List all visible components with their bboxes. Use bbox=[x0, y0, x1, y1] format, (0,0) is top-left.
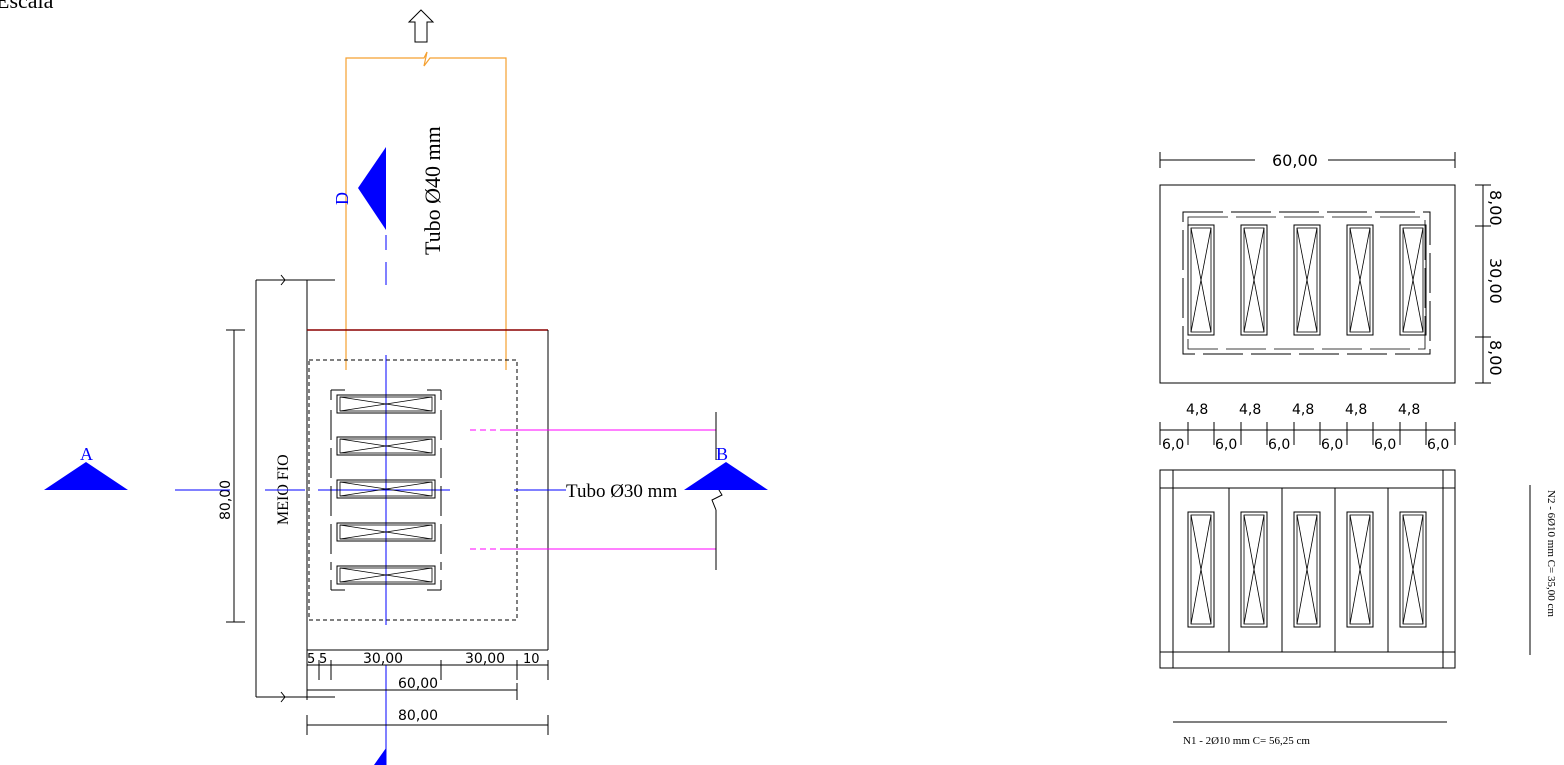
slot-frame bbox=[1182, 211, 1431, 355]
grate-bar bbox=[336, 436, 436, 456]
slot bbox=[1240, 224, 1268, 336]
up-arrow-icon bbox=[407, 9, 435, 43]
slot bbox=[1187, 511, 1215, 628]
section-d-label: D bbox=[332, 192, 352, 205]
slot bbox=[1293, 224, 1321, 336]
gap-label: 6,0 bbox=[1162, 437, 1184, 453]
dim-height-label: 80,00 bbox=[218, 480, 234, 520]
gap-label: 6,0 bbox=[1321, 437, 1343, 453]
dim-right-8-bottom: 8,00 bbox=[1486, 340, 1505, 376]
bar-space-label: 4,8 bbox=[1345, 402, 1367, 418]
bar-space-label: 4,8 bbox=[1398, 402, 1420, 418]
gap-label: 6,0 bbox=[1374, 437, 1396, 453]
grate-bar bbox=[336, 394, 436, 414]
detail-right-dims: 8,00 30,00 8,00 bbox=[1475, 184, 1505, 384]
slot bbox=[1187, 224, 1215, 336]
lower-rebar-grid bbox=[1160, 470, 1455, 668]
grate-frame bbox=[330, 389, 442, 591]
upper-grate-slots bbox=[1182, 211, 1431, 355]
curb: MEIO FIO bbox=[255, 274, 335, 703]
dim-five-b: 5 bbox=[319, 652, 327, 667]
bottom-dims: 5 5 30,00 30,00 10 60,00 80,00 bbox=[306, 651, 549, 735]
grate-bar bbox=[336, 479, 436, 499]
dim-left-30: 30,00 bbox=[363, 651, 403, 667]
lower-grate-outline bbox=[1159, 469, 1456, 669]
gap-label: 6,0 bbox=[1268, 437, 1290, 453]
bar-spacing-dims: 4,8 4,8 4,8 4,8 4,8 6,0 6,0 6,0 6,0 6,0 6,0 bbox=[1159, 402, 1456, 453]
section-d-marker bbox=[358, 147, 386, 230]
dim-inner-60: 60,00 bbox=[398, 676, 438, 692]
upper-grate-outline bbox=[1159, 184, 1456, 384]
slot bbox=[1240, 511, 1268, 628]
dim-ten: 10 bbox=[523, 652, 540, 667]
dim-right-30: 30,00 bbox=[1486, 258, 1505, 304]
pipe-30-route bbox=[470, 412, 723, 570]
bar-space-label: 4,8 bbox=[1292, 402, 1314, 418]
section-b-marker bbox=[684, 462, 768, 490]
gap-label: 6,0 bbox=[1215, 437, 1237, 453]
slot bbox=[1293, 511, 1321, 628]
section-b-label: B bbox=[716, 444, 728, 464]
rebar-n2-label: N2 - 6Ø10 mm C= 35,00 cm bbox=[1545, 490, 1557, 617]
dim-height: 80,00 bbox=[218, 329, 245, 623]
dim-right-8-top: 8,00 bbox=[1486, 190, 1505, 226]
rebar-n1-label: N1 - 2Ø10 mm C= 56,25 cm bbox=[1183, 735, 1310, 747]
slot bbox=[1399, 511, 1427, 628]
grate-detail: 60,00 8,00 30,00 8,00 4,8 4,8 4,8 4,8 4,8 6,0… bbox=[1159, 151, 1557, 747]
corner-label: Escala bbox=[0, 0, 54, 13]
slot bbox=[1346, 511, 1374, 628]
dim-five-a: 5 bbox=[307, 652, 315, 667]
pipe-40-label: Tubo Ø40 mm bbox=[420, 126, 445, 255]
section-a-marker bbox=[44, 462, 128, 490]
bar-space-label: 4,8 bbox=[1186, 402, 1208, 418]
grate-bars bbox=[336, 394, 436, 585]
pipe-30-label: Tubo Ø30 mm bbox=[566, 481, 677, 502]
detail-width: 60,00 bbox=[1272, 151, 1318, 170]
bar-space-label: 4,8 bbox=[1239, 402, 1261, 418]
pipe-40-route bbox=[345, 51, 507, 370]
plan-view: Tubo Ø40 mm D 80,00 MEIO FIO bbox=[44, 9, 768, 765]
grate-bar bbox=[336, 565, 436, 585]
dim-outer-80: 80,00 bbox=[398, 708, 438, 724]
gap-label: 6,0 bbox=[1427, 437, 1449, 453]
slot bbox=[1399, 224, 1427, 336]
grate-bar bbox=[336, 522, 436, 542]
section-a-label: A bbox=[80, 444, 93, 464]
section-c-marker bbox=[374, 748, 386, 765]
dim-right-30: 30,00 bbox=[465, 651, 505, 667]
slot bbox=[1346, 224, 1374, 336]
